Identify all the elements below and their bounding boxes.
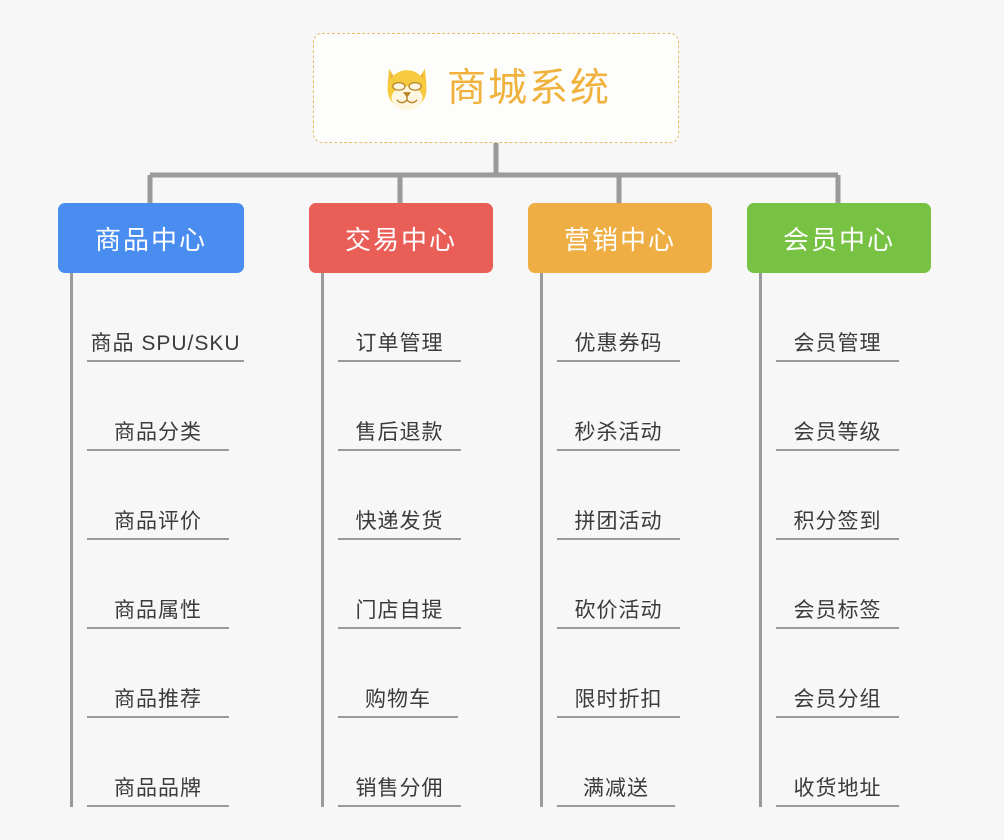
leaf-item[interactable]: 购物车 xyxy=(338,629,458,718)
leaf-label: 商品属性 xyxy=(114,598,202,622)
branch-header-4[interactable]: 会员中心 xyxy=(747,203,931,273)
branch-header-1[interactable]: 商品中心 xyxy=(58,203,244,273)
leaf-item[interactable]: 门店自提 xyxy=(338,540,461,629)
leaf-label: 购物车 xyxy=(365,687,431,711)
leaf-item[interactable]: 快递发货 xyxy=(338,451,461,540)
leaf-label: 会员分组 xyxy=(793,687,882,711)
leaf-item[interactable]: 商品品牌 xyxy=(87,718,229,807)
leaf-label: 商品评价 xyxy=(114,509,202,533)
leaf-item[interactable]: 秒杀活动 xyxy=(557,362,680,451)
branch-header-3[interactable]: 营销中心 xyxy=(528,203,712,273)
branch-header-2[interactable]: 交易中心 xyxy=(309,203,493,273)
leaf-item[interactable]: 优惠券码 xyxy=(557,273,680,362)
branch-column-3: 营销中心 优惠券码 秒杀活动 拼团活动 砍价活动 限时折扣 满减送 xyxy=(528,203,712,807)
leaf-item[interactable]: 会员管理 xyxy=(776,273,899,362)
leaf-label: 会员标签 xyxy=(793,598,882,622)
leaf-label: 收货地址 xyxy=(793,776,882,800)
leaf-label: 商品分类 xyxy=(114,420,202,444)
branch-header-label: 交易中心 xyxy=(344,224,457,255)
branch-header-label: 营销中心 xyxy=(563,224,676,255)
branch-column-1: 商品中心 商品 SPU/SKU 商品分类 商品评价 商品属性 商品推荐 商品品牌 xyxy=(58,203,244,807)
leaf-label: 积分签到 xyxy=(793,509,882,533)
leaf-label: 商品品牌 xyxy=(114,776,202,800)
leaf-item[interactable]: 商品 SPU/SKU xyxy=(87,273,244,362)
root-title: 商城系统 xyxy=(446,66,611,110)
leaf-list-2: 订单管理 售后退款 快递发货 门店自提 购物车 销售分佣 xyxy=(321,273,461,807)
branch-header-label: 会员中心 xyxy=(782,224,895,255)
leaf-label: 砍价活动 xyxy=(574,598,663,622)
leaf-list-1: 商品 SPU/SKU 商品分类 商品评价 商品属性 商品推荐 商品品牌 xyxy=(70,273,244,807)
leaf-label: 商品 SPU/SKU xyxy=(90,331,241,355)
leaf-label: 销售分佣 xyxy=(355,776,444,800)
branch-header-label: 商品中心 xyxy=(94,224,207,255)
leaf-list-3: 优惠券码 秒杀活动 拼团活动 砍价活动 限时折扣 满减送 xyxy=(540,273,680,807)
leaf-label: 售后退款 xyxy=(355,420,444,444)
leaf-label: 订单管理 xyxy=(355,331,444,355)
leaf-item[interactable]: 会员分组 xyxy=(776,629,899,718)
leaf-item[interactable]: 商品推荐 xyxy=(87,629,229,718)
leaf-label: 会员等级 xyxy=(793,420,882,444)
leaf-item[interactable]: 会员等级 xyxy=(776,362,899,451)
leaf-label: 会员管理 xyxy=(793,331,882,355)
leaf-item[interactable]: 商品分类 xyxy=(87,362,229,451)
branch-column-4: 会员中心 会员管理 会员等级 积分签到 会员标签 会员分组 收货地址 xyxy=(747,203,931,807)
dog-face-emoji xyxy=(387,68,427,111)
root-node[interactable]: 商城系统 xyxy=(313,33,679,143)
leaf-label: 拼团活动 xyxy=(574,509,663,533)
leaf-label: 秒杀活动 xyxy=(574,420,663,444)
leaf-item[interactable]: 商品属性 xyxy=(87,540,229,629)
leaf-item[interactable]: 会员标签 xyxy=(776,540,899,629)
leaf-label: 优惠券码 xyxy=(574,331,663,355)
leaf-item[interactable]: 销售分佣 xyxy=(338,718,461,807)
leaf-item[interactable]: 满减送 xyxy=(557,718,675,807)
leaf-item[interactable]: 收货地址 xyxy=(776,718,899,807)
leaf-item[interactable]: 商品评价 xyxy=(87,451,229,540)
leaf-label: 快递发货 xyxy=(355,509,444,533)
leaf-item[interactable]: 砍价活动 xyxy=(557,540,680,629)
leaf-item[interactable]: 限时折扣 xyxy=(557,629,680,718)
branch-column-2: 交易中心 订单管理 售后退款 快递发货 门店自提 购物车 销售分佣 xyxy=(309,203,493,807)
leaf-label: 商品推荐 xyxy=(114,687,202,711)
leaf-list-4: 会员管理 会员等级 积分签到 会员标签 会员分组 收货地址 xyxy=(759,273,899,807)
leaf-item[interactable]: 积分签到 xyxy=(776,451,899,540)
leaf-item[interactable]: 订单管理 xyxy=(338,273,461,362)
leaf-label: 限时折扣 xyxy=(574,687,663,711)
leaf-item[interactable]: 拼团活动 xyxy=(557,451,680,540)
leaf-item[interactable]: 售后退款 xyxy=(338,362,461,451)
leaf-label: 门店自提 xyxy=(355,598,444,622)
leaf-label: 满减送 xyxy=(583,776,649,800)
